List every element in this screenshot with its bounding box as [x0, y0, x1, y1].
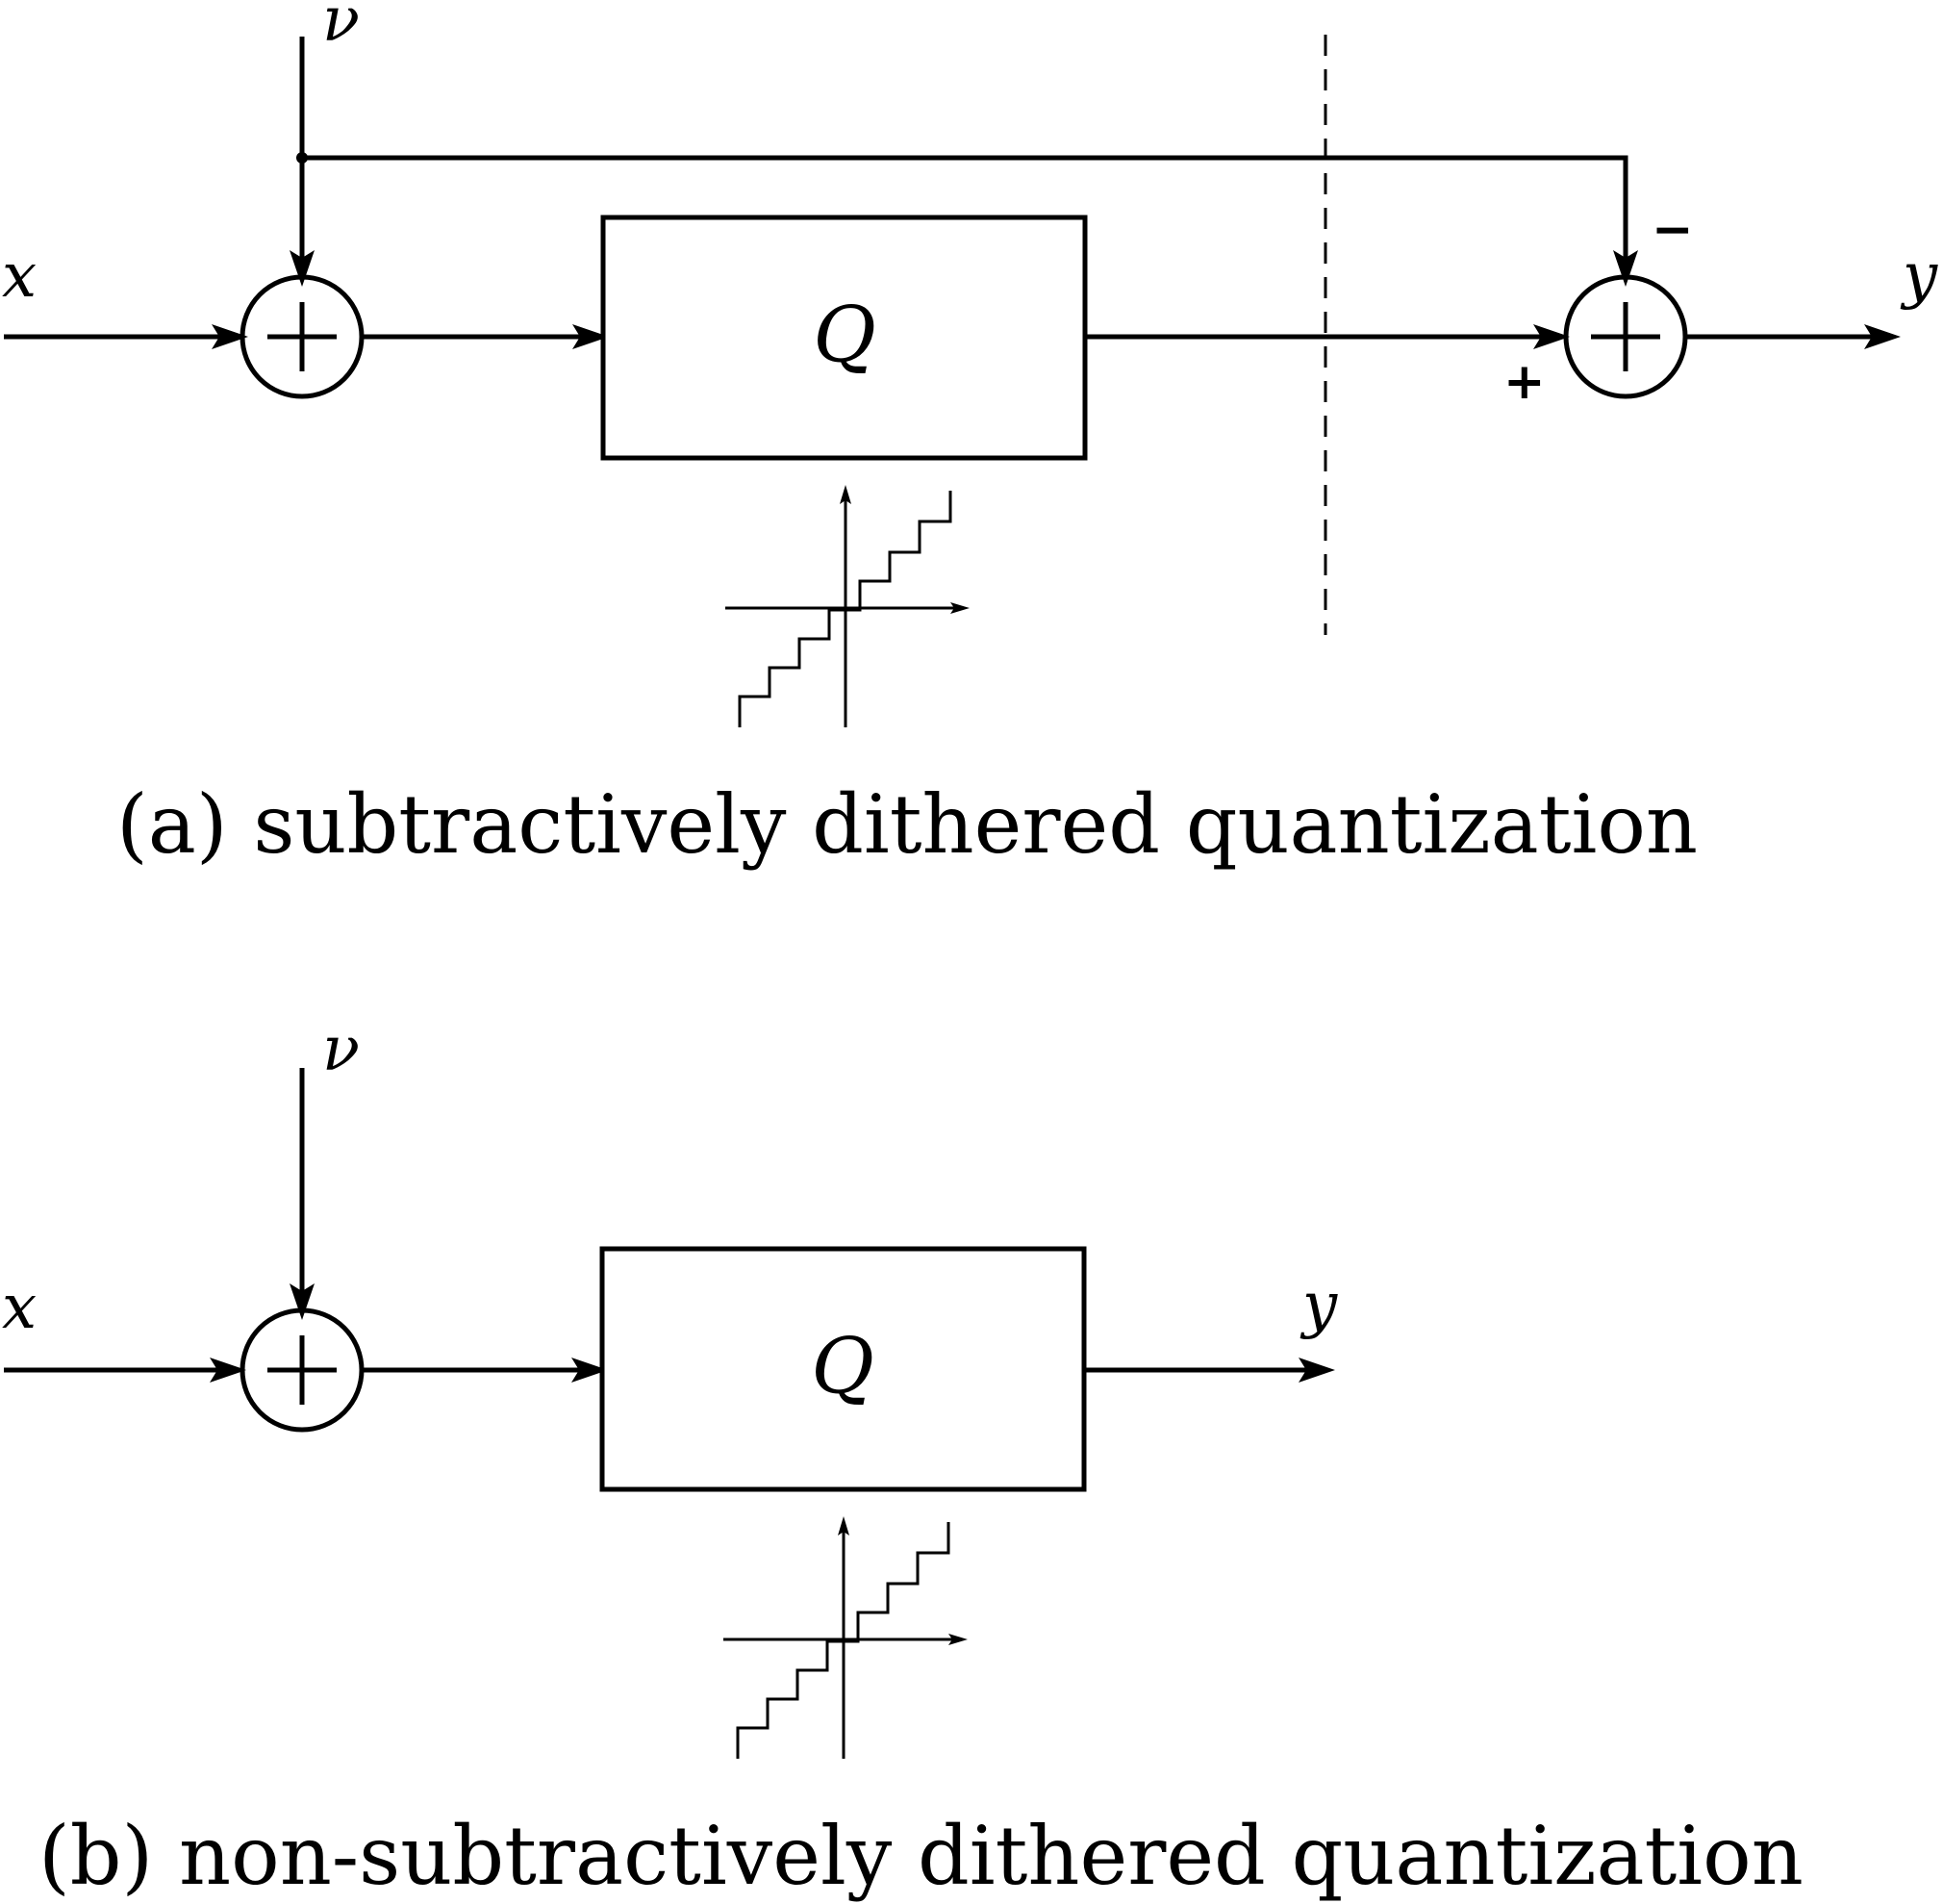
arrowhead-output-b: [1299, 1358, 1335, 1383]
input-label-a: x: [2, 241, 37, 312]
staircase-characteristic-a: [725, 485, 970, 727]
arrowhead-input-a: [212, 324, 248, 349]
arrowhead-subtract-a: [1613, 250, 1638, 287]
quantizer-box-b: [599, 1246, 1087, 1492]
caption-a: (a) subtractively dithered quantization: [116, 777, 1698, 872]
arrowhead-input-b: [210, 1358, 246, 1383]
arrowhead-to-adder-2-a: [1533, 324, 1570, 349]
staircase-characteristic-b: [723, 1516, 968, 1759]
minus-sign-a: −: [1652, 201, 1694, 259]
arrowhead-dither-b: [290, 1283, 315, 1320]
arrowhead-to-quantizer-a: [572, 324, 609, 349]
quantizer-box-a: [600, 215, 1088, 461]
quantizer-label-b: Q: [811, 1321, 874, 1410]
arrowhead-dither-a: [290, 250, 315, 287]
subtract-path-a: [302, 155, 1628, 258]
caption-b: (b) non-subtractively dithered quantizat…: [38, 1809, 1804, 1903]
plus-sign-a: +: [1503, 353, 1546, 411]
panel-b: x ν Q y (b) non-subtractively dithered q…: [2, 1014, 1804, 1903]
output-label-b: y: [1300, 1270, 1338, 1341]
panel-a: x ν Q − + y: [2, 0, 1938, 872]
output-label-a: y: [1900, 241, 1938, 312]
arrowhead-to-quantizer-b: [571, 1358, 608, 1383]
dither-label-a: ν: [322, 0, 360, 56]
quantizer-label-a: Q: [813, 290, 876, 379]
input-label-b: x: [2, 1272, 37, 1343]
arrowhead-output-a: [1864, 324, 1901, 349]
dither-label-b: ν: [322, 1014, 360, 1085]
